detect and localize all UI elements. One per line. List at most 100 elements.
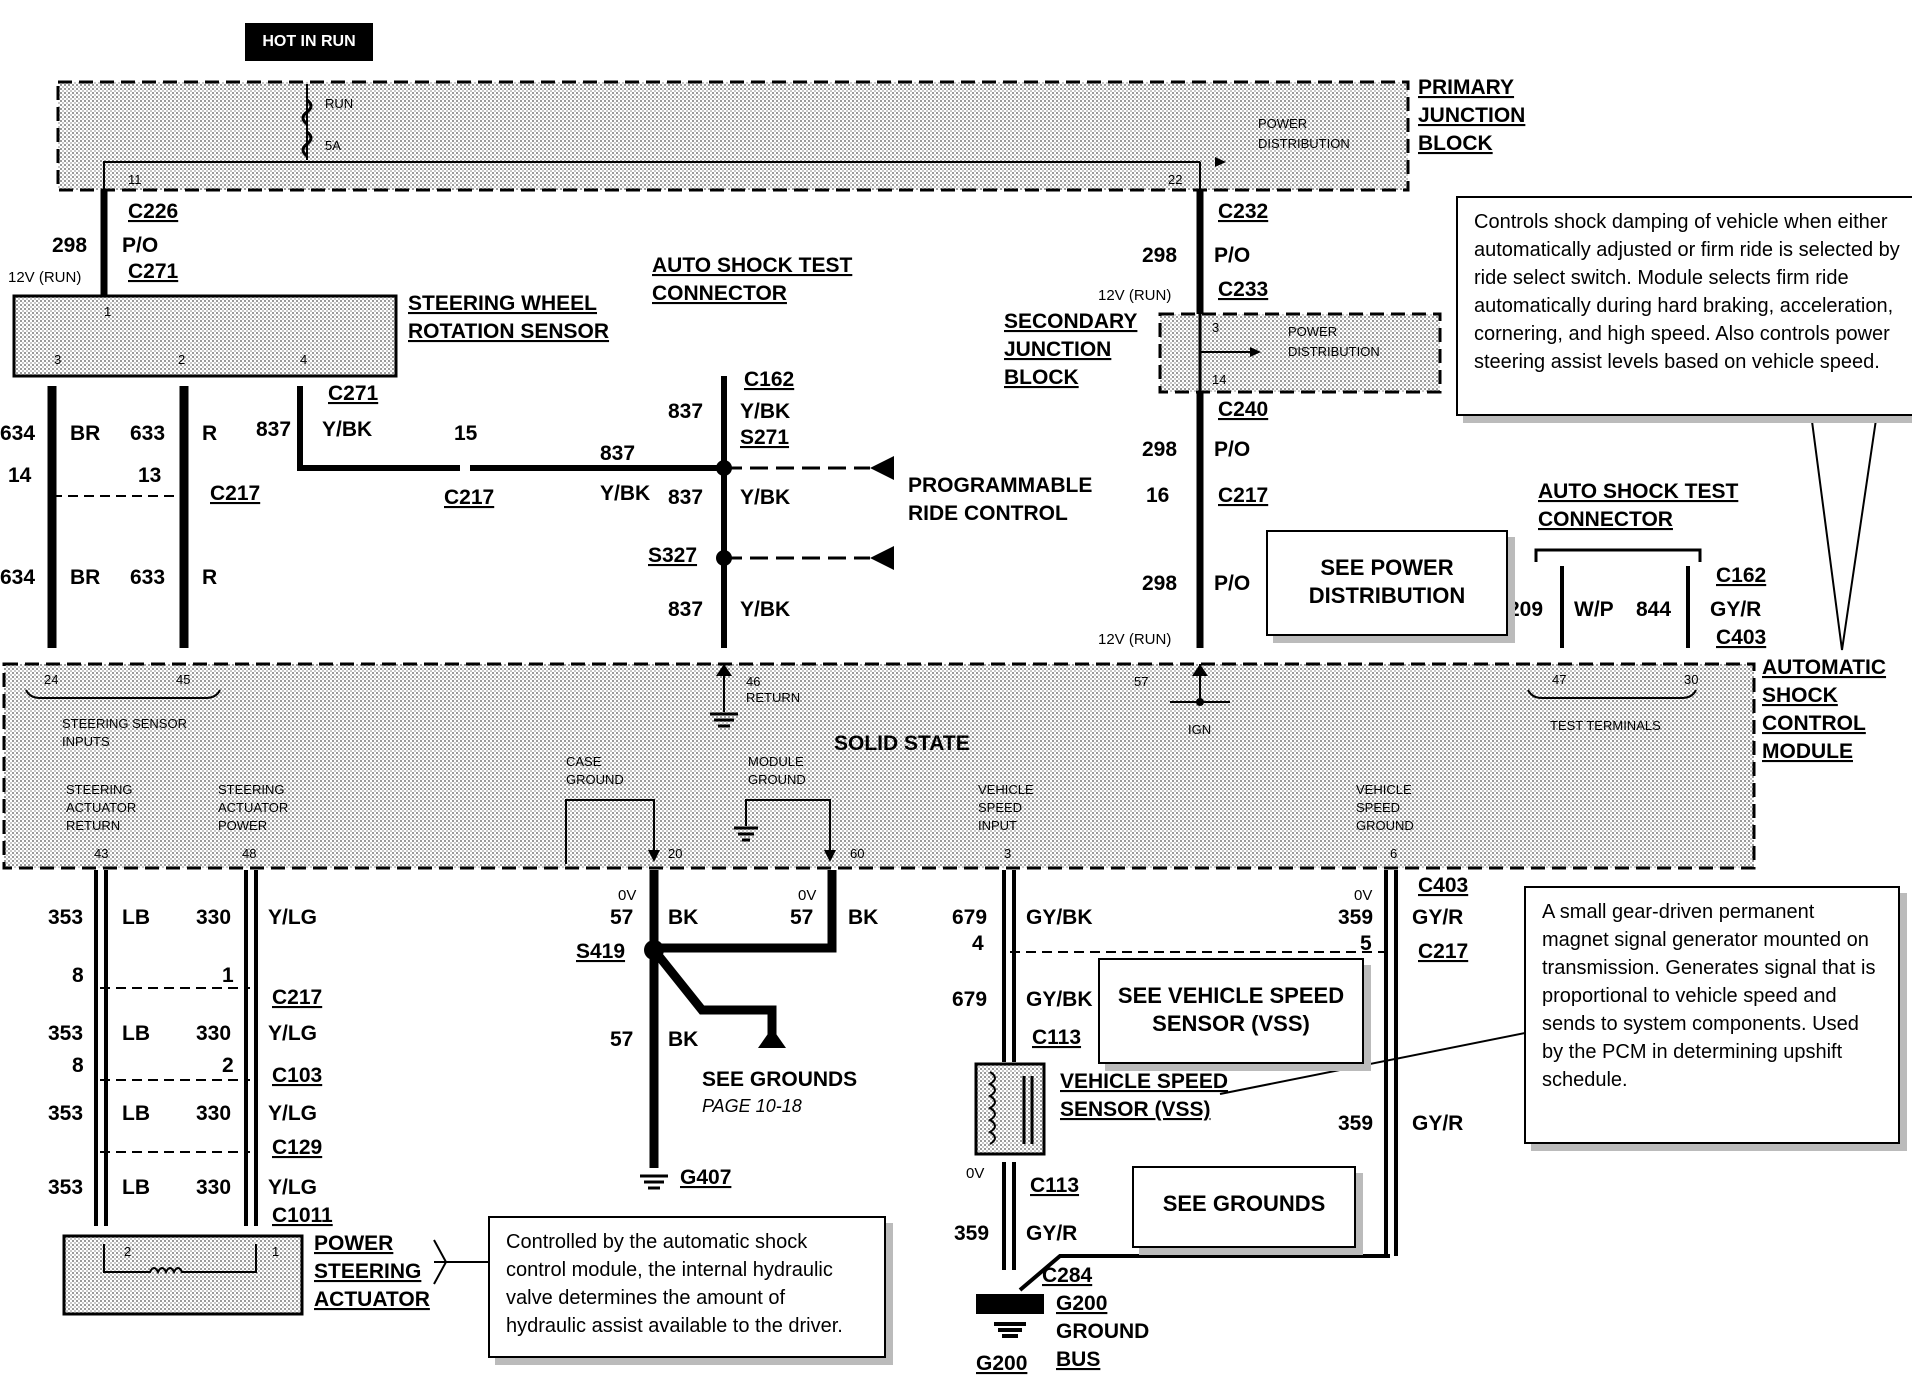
see-grounds-label: SEE GROUNDS <box>702 1068 857 1091</box>
module-title: AUTOMATIC <box>1762 656 1886 679</box>
steering-actuator-wires <box>94 870 258 1226</box>
pin-label: 30 <box>1684 672 1698 687</box>
wire-number: 359 <box>1338 906 1373 929</box>
wire-number: 57 <box>790 906 813 929</box>
connector-label: C217 <box>272 986 322 1009</box>
pin-label: 3 <box>1212 320 1219 335</box>
module-description-note: Controls shock damping of vehicle when e… <box>1456 196 1912 416</box>
ast-title: AUTO SHOCK TEST <box>1538 480 1738 503</box>
wire-number: 330 <box>196 1176 231 1199</box>
psa-title: POWER <box>314 1232 393 1255</box>
power-distribution-label: DISTRIBUTION <box>1258 136 1350 151</box>
connector-label: C129 <box>272 1136 322 1159</box>
connector-label: C403 <box>1418 874 1468 897</box>
wire-number: 298 <box>1142 572 1177 595</box>
voltage-label: 0V <box>618 887 636 904</box>
solid-state-label: SOLID STATE <box>834 732 970 755</box>
see-vss-box: SEE VEHICLE SPEED SENSOR (VSS) <box>1098 958 1364 1064</box>
primary-jb-title: PRIMARY <box>1418 76 1514 99</box>
wire-color: P/O <box>122 234 158 257</box>
pin-label: 1 <box>104 304 111 319</box>
wire-number: 634 <box>0 422 35 445</box>
automatic-shock-control-module <box>2 662 1756 870</box>
pin-label: 15 <box>454 422 478 445</box>
primary-jb-title: BLOCK <box>1418 132 1493 155</box>
voltage-label: 12V (RUN) <box>1098 631 1171 648</box>
pin-label: 47 <box>1552 672 1566 687</box>
wire-number: 633 <box>130 566 165 589</box>
wire-color: BK <box>668 906 698 929</box>
pin-label: 2 <box>124 1244 131 1259</box>
pin-label: 6 <box>1390 846 1397 861</box>
wire-837 <box>297 376 870 648</box>
module-title: SHOCK <box>1762 684 1838 707</box>
module-label: GROUND <box>1356 818 1414 833</box>
module-label: GROUND <box>748 772 806 787</box>
pin-label: 20 <box>668 846 682 861</box>
wire-number: 298 <box>52 234 87 257</box>
wire-color: Y/LG <box>268 906 317 929</box>
vss-description-note: A small gear-driven permanent magnet sig… <box>1524 886 1900 1144</box>
secondary-jb-title: JUNCTION <box>1004 338 1111 361</box>
wire-color: Y/LG <box>268 1176 317 1199</box>
voltage-label: 12V (RUN) <box>1098 287 1171 304</box>
wire-number: 330 <box>196 1102 231 1125</box>
wire-color: Y/LG <box>268 1022 317 1045</box>
connector-label: C217 <box>1418 940 1468 963</box>
wire-number: 837 <box>668 400 703 423</box>
wire-color: W/P <box>1574 598 1614 621</box>
power-distribution-label: POWER <box>1288 324 1337 339</box>
module-label: VEHICLE <box>978 782 1034 797</box>
connector-label: C1011 <box>272 1204 333 1227</box>
wire-color: P/O <box>1214 438 1250 461</box>
connector-label: C271 <box>128 260 179 283</box>
hot-in-run-label: HOT IN RUN <box>245 23 373 61</box>
pin-label: 2 <box>178 352 185 367</box>
psa-title: ACTUATOR <box>314 1288 430 1311</box>
splice-label: S419 <box>576 940 625 963</box>
power-steering-actuator <box>62 1234 304 1316</box>
module-label: INPUTS <box>62 734 110 749</box>
voltage-label: 0V <box>966 1165 984 1182</box>
steering-sensor-wires <box>47 386 189 648</box>
module-label: RETURN <box>66 818 120 833</box>
connector-label: C103 <box>272 1064 322 1087</box>
connector-label: C113 <box>1030 1174 1079 1197</box>
connector-dashes <box>100 987 250 1153</box>
ast-title: CONNECTOR <box>652 282 787 305</box>
wire-color: Y/BK <box>600 482 650 505</box>
module-title: MODULE <box>1762 740 1853 763</box>
module-label: VEHICLE <box>1356 782 1412 797</box>
secondary-jb-title: SECONDARY <box>1004 310 1137 333</box>
module-title: CONTROL <box>1762 712 1866 735</box>
wire-57-ground <box>649 870 837 1168</box>
pin-label: 8 <box>72 1054 84 1077</box>
module-label: STEERING <box>66 782 132 797</box>
pin-label: 3 <box>54 352 61 367</box>
pin-label: 43 <box>94 846 108 861</box>
primary-junction-block <box>56 80 1410 192</box>
wire-color: BK <box>848 906 878 929</box>
vss-title: SENSOR (VSS) <box>1060 1098 1211 1121</box>
pin-label: 1 <box>222 964 234 987</box>
connector-label: C232 <box>1218 200 1268 223</box>
wire-color: LB <box>122 1022 150 1045</box>
psa-description-note: Controlled by the automatic shock contro… <box>488 1216 886 1358</box>
wire-number: 633 <box>130 422 165 445</box>
ground-label: G407 <box>680 1166 731 1189</box>
secondary-jb-title: BLOCK <box>1004 366 1079 389</box>
vss-title: VEHICLE SPEED <box>1060 1070 1228 1093</box>
pin-label: 60 <box>850 846 864 861</box>
wire-color: Y/BK <box>740 400 790 423</box>
pin-label: 46 <box>746 674 760 689</box>
pin-label: 1 <box>272 1244 279 1259</box>
wire-color: BR <box>70 566 100 589</box>
wire-number: 837 <box>668 486 703 509</box>
wire-number: 353 <box>48 906 83 929</box>
pin-label: 57 <box>1134 674 1148 689</box>
ast-title: AUTO SHOCK TEST <box>652 254 852 277</box>
pin-label: 48 <box>242 846 256 861</box>
wire-color: GY/R <box>1412 1112 1463 1135</box>
wire-color: R <box>202 566 217 589</box>
pin-label: 45 <box>176 672 190 687</box>
